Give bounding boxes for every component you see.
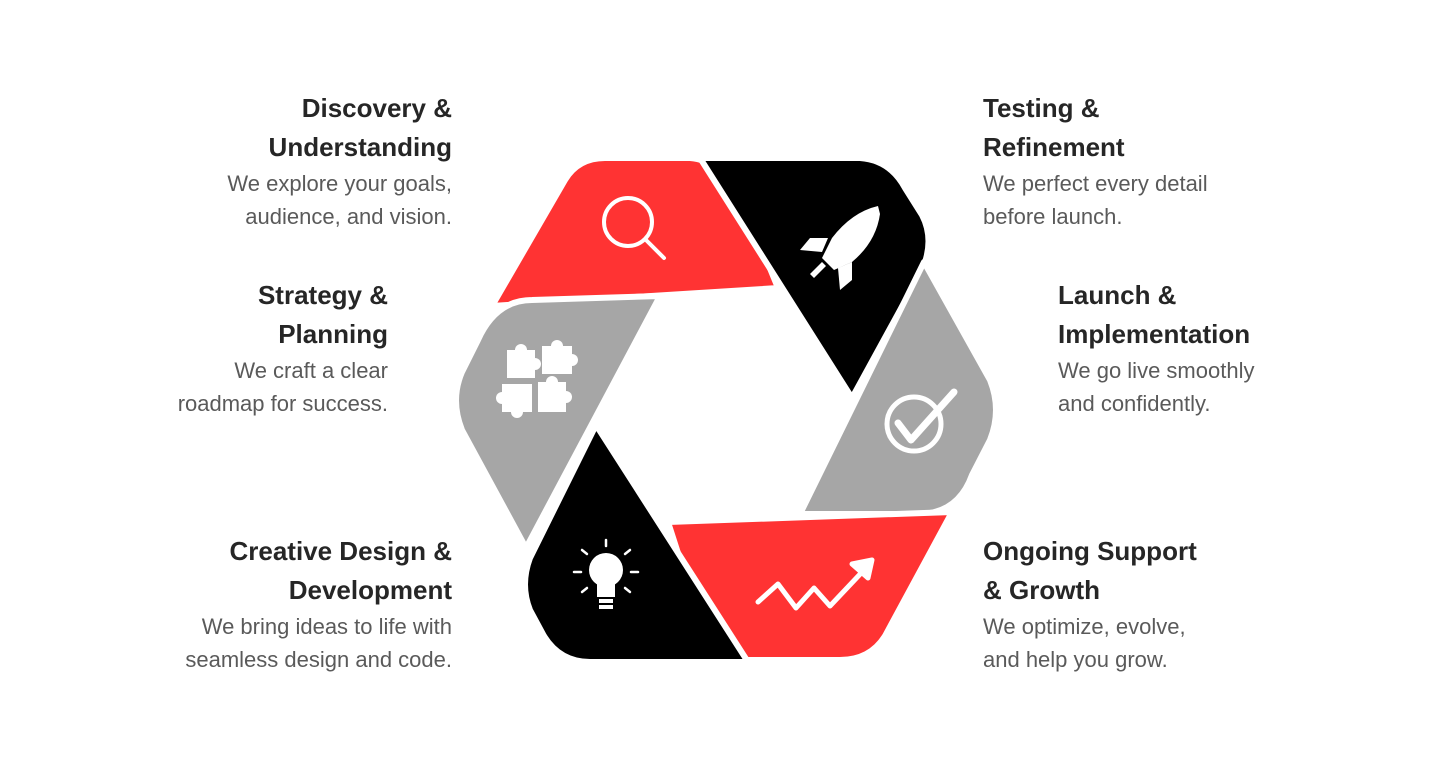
- step-discovery-description: We explore your goals, audience, and vis…: [227, 171, 452, 229]
- step-design-title: Creative Design & Development: [229, 536, 452, 605]
- step-discovery: Discovery & Understanding We explore you…: [112, 89, 452, 233]
- cycle-segments: [453, 155, 999, 665]
- step-launch-title: Launch & Implementation: [1058, 280, 1251, 349]
- rocket-icon: [800, 206, 880, 290]
- step-strategy-description: We craft a clear roadmap for success.: [177, 358, 388, 416]
- step-launch-description: We go live smoothly and confidently.: [1058, 358, 1255, 416]
- trend-arrow-icon: [755, 557, 875, 611]
- step-strategy: Strategy & Planning We craft a clear roa…: [48, 276, 388, 420]
- step-testing: Testing & Refinement We perfect every de…: [983, 89, 1323, 233]
- step-support: Ongoing Support & Growth We optimize, ev…: [983, 532, 1323, 676]
- segment-design: [522, 422, 751, 665]
- step-design-description: We bring ideas to life with seamless des…: [185, 614, 452, 672]
- step-support-description: We optimize, evolve, and help you grow.: [983, 614, 1186, 672]
- lightbulb-icon: [572, 538, 640, 609]
- magnifier-icon: [602, 196, 666, 260]
- puzzle-icon: [496, 340, 578, 418]
- step-support-title: Ongoing Support & Growth: [983, 536, 1197, 605]
- step-design: Creative Design & Development We bring i…: [112, 532, 452, 676]
- step-strategy-title: Strategy & Planning: [257, 280, 388, 349]
- step-testing-title: Testing & Refinement: [983, 93, 1125, 162]
- step-discovery-title: Discovery & Understanding: [268, 93, 452, 162]
- step-launch: Launch & Implementation We go live smoot…: [1058, 276, 1398, 420]
- check-circle-icon: [884, 388, 958, 454]
- step-testing-description: We perfect every detail before launch.: [983, 171, 1208, 229]
